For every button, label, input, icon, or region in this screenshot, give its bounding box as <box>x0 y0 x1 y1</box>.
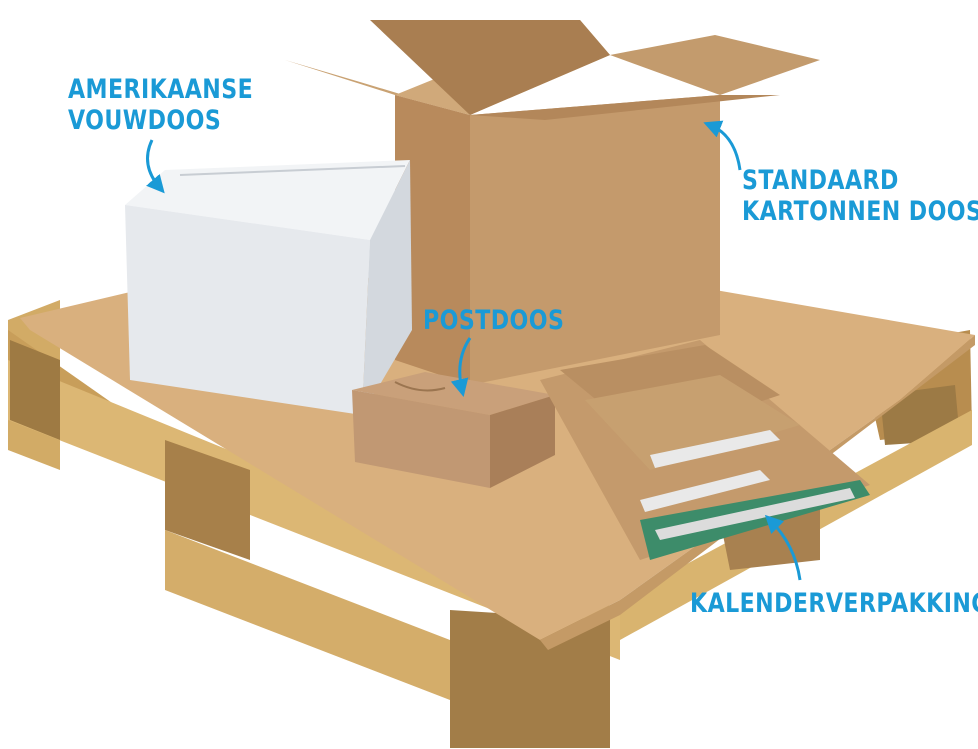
label-postdoos: POSTDOOS <box>423 305 565 336</box>
label-amerikaanse-line1: AMERIKAANSE <box>68 74 254 105</box>
annotation-arrows <box>146 120 802 581</box>
label-standaard-line2: KARTONNEN DOOS <box>742 196 978 227</box>
white-folding-box <box>125 160 412 415</box>
wooden-pallet <box>8 300 972 748</box>
arrow-kalender-icon <box>764 514 802 581</box>
label-amerikaanse-vouwdoos: AMERIKAANSE VOUWDOOS <box>68 74 253 136</box>
arrow-postdoos-icon <box>450 337 472 398</box>
calendar-packaging-stack <box>540 340 870 560</box>
standard-carton-box <box>285 20 820 385</box>
arrow-amerikaanse-icon <box>146 139 165 194</box>
label-amerikaanse-line2: VOUWDOOS <box>68 105 222 136</box>
arrow-standaard-icon <box>703 120 742 171</box>
label-kalenderverpakking: KALENDERVERPAKKING <box>690 588 978 619</box>
label-standaard-line1: STANDAARD <box>742 165 899 196</box>
label-standaard-kartonnen-doos: STANDAARD KARTONNEN DOOS <box>742 165 978 227</box>
